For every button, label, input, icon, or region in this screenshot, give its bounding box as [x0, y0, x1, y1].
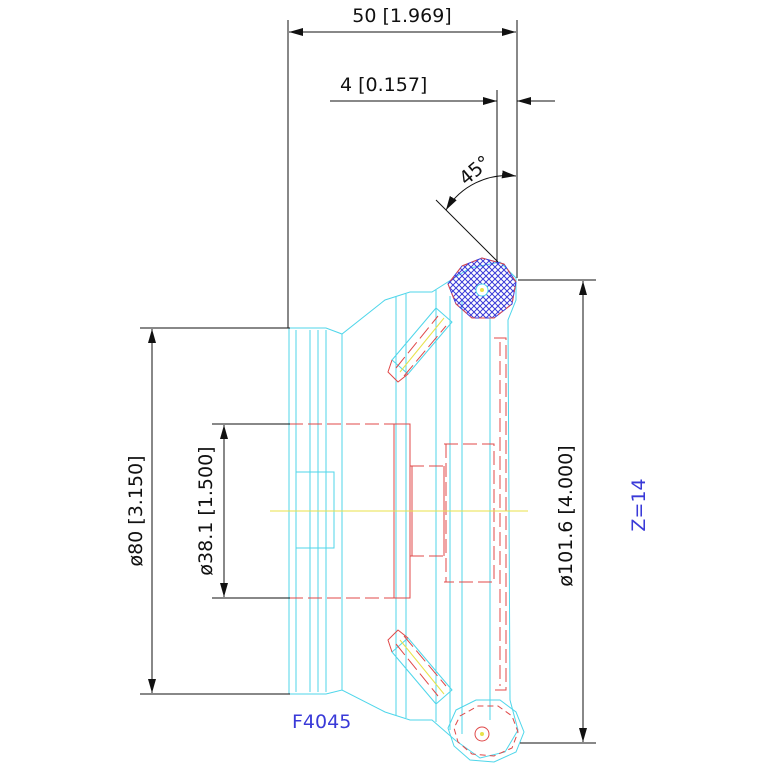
cutting-diameter-label: ø101.6 [4.000] — [555, 445, 577, 586]
shank-outline — [288, 261, 519, 759]
dim-cutting-diameter: ø101.6 [4.000] — [518, 279, 596, 744]
overall-width-label: 50 [1.969] — [352, 5, 451, 27]
top-insert — [447, 257, 517, 319]
shank-diameter-label: ø80 [3.150] — [125, 455, 147, 566]
chamfer-width-label: 4 [0.157] — [340, 74, 427, 96]
part-number-label: F4045 — [292, 711, 351, 733]
teeth-count-label: Z=14 — [628, 478, 650, 531]
chamfer-angle-label: 45° — [455, 151, 495, 190]
upper-coolant-channel — [387, 307, 453, 383]
bore-diameter-label: ø38.1 [1.500] — [195, 446, 217, 575]
hidden-features — [289, 337, 507, 691]
dim-chamfer-width: 4 [0.157] — [330, 74, 555, 262]
bottom-insert — [447, 699, 525, 763]
lower-coolant-channel — [387, 629, 453, 705]
dim-bore-diameter: ø38.1 [1.500] — [195, 423, 290, 599]
cutter-body — [288, 261, 519, 759]
dim-overall-width: 50 [1.969] — [287, 5, 518, 328]
dim-chamfer-angle: 45° — [435, 151, 517, 263]
bore-outline — [289, 423, 335, 599]
dim-shank-diameter: ø80 [3.150] — [125, 327, 290, 695]
